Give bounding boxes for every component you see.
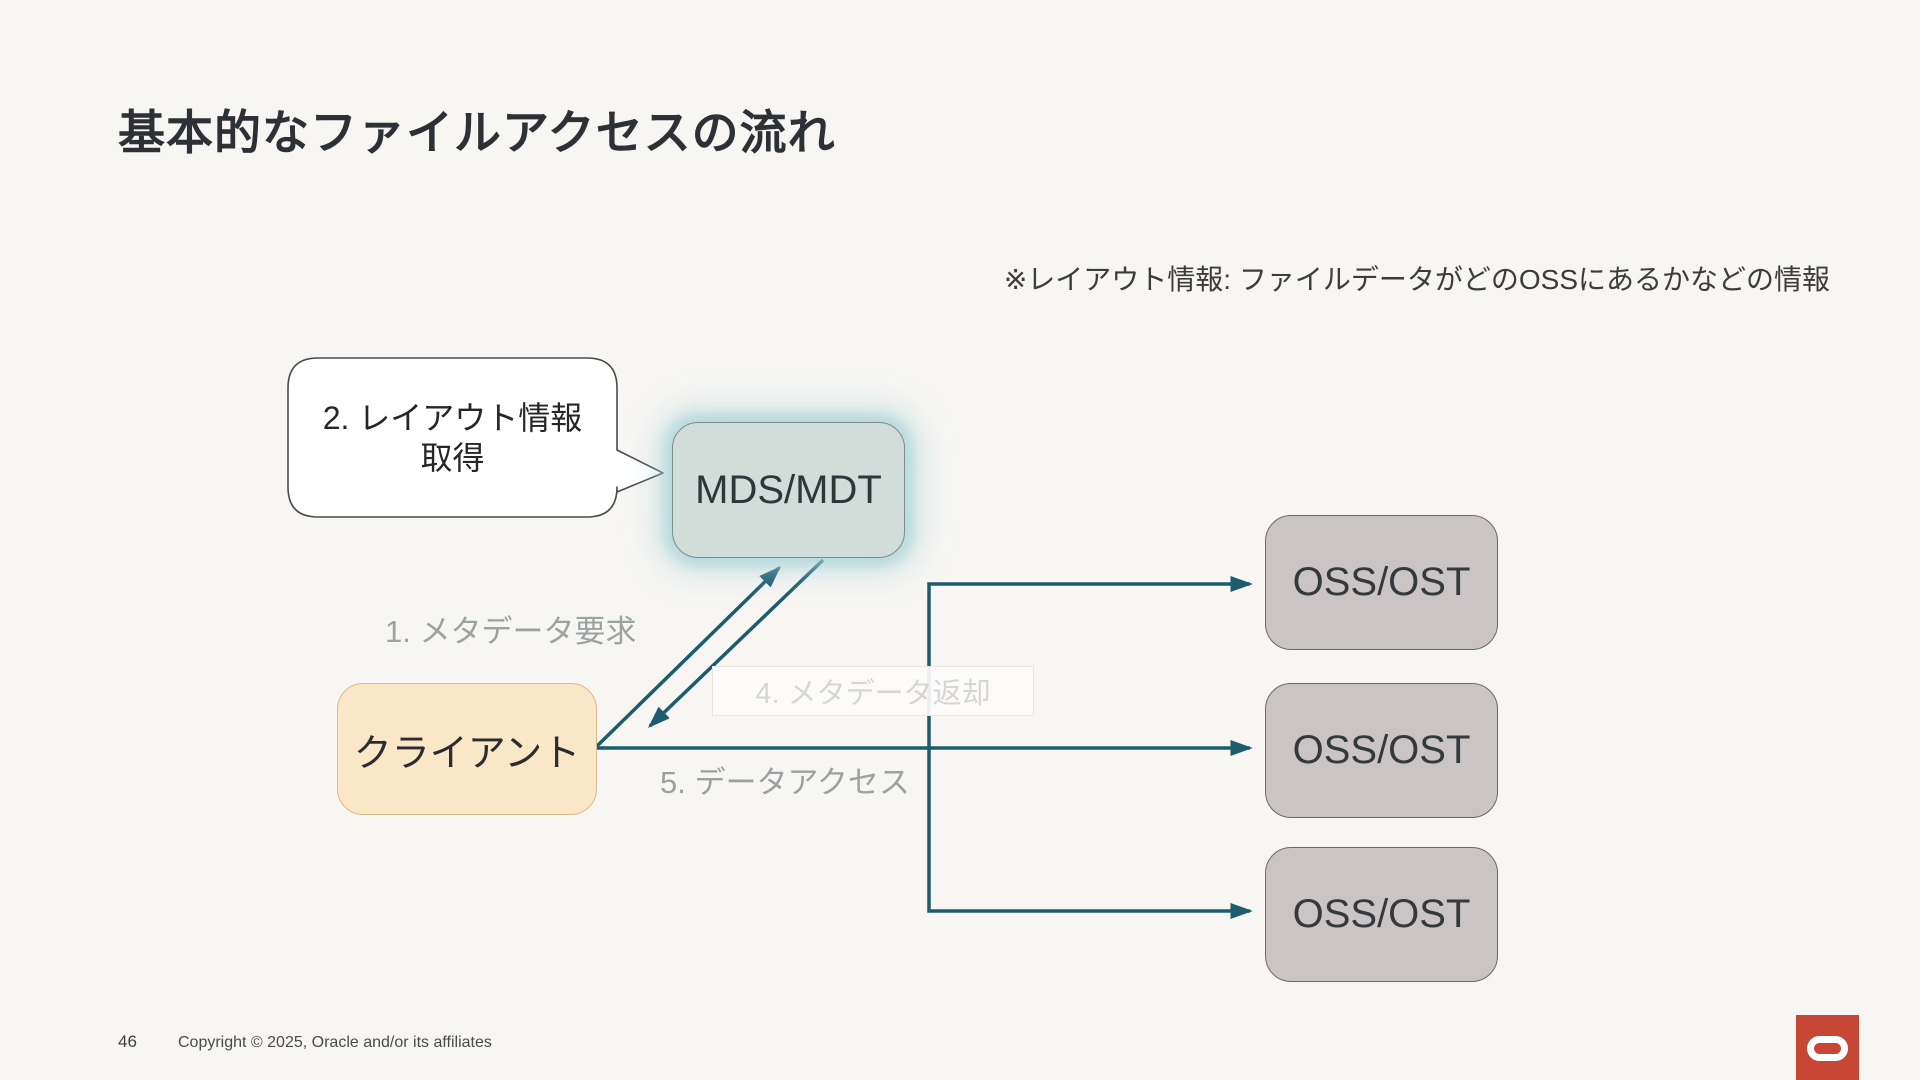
label-step4-metadata-return: 4. メタデータ返却	[712, 666, 1034, 716]
layout-info-note: ※レイアウト情報: ファイルデータがどのOSSにあるかなどの情報	[1003, 264, 1830, 295]
node-oss-ost-2: OSS/OST	[1265, 683, 1498, 818]
node-oss-ost-3-label: OSS/OST	[1292, 892, 1471, 936]
node-client-label: クライアント	[353, 732, 581, 775]
copyright-text: Copyright © 2025, Oracle and/or its affi…	[178, 1034, 492, 1051]
oracle-o-icon	[1807, 1036, 1848, 1061]
node-oss-ost-1-label: OSS/OST	[1292, 560, 1471, 604]
node-mds-mdt-label: MDS/MDT	[695, 467, 882, 512]
node-oss-ost-1: OSS/OST	[1265, 515, 1498, 650]
node-oss-ost-2-label: OSS/OST	[1292, 728, 1471, 772]
arrow-metadata-request	[593, 566, 782, 750]
speech-bubble-line2: 取得	[420, 439, 485, 476]
page-number: 46	[118, 1032, 137, 1051]
node-mds-mdt: MDS/MDT	[672, 422, 905, 558]
node-oss-ost-3: OSS/OST	[1265, 847, 1498, 982]
label-step1-metadata-request: 1. メタデータ要求	[385, 614, 637, 649]
node-client: クライアント	[337, 683, 597, 815]
arrow-data-access-bottom	[927, 748, 1253, 920]
slide-title: 基本的なファイルアクセスの流れ	[118, 106, 836, 159]
oracle-logo	[1796, 1015, 1859, 1080]
speech-bubble: 2. レイアウト情報 取得	[288, 358, 617, 517]
speech-bubble-shape	[287, 357, 664, 518]
speech-bubble-line1: 2. レイアウト情報	[322, 399, 583, 436]
label-step5-data-access: 5. データアクセス	[660, 765, 910, 800]
arrow-metadata-return	[647, 558, 825, 728]
